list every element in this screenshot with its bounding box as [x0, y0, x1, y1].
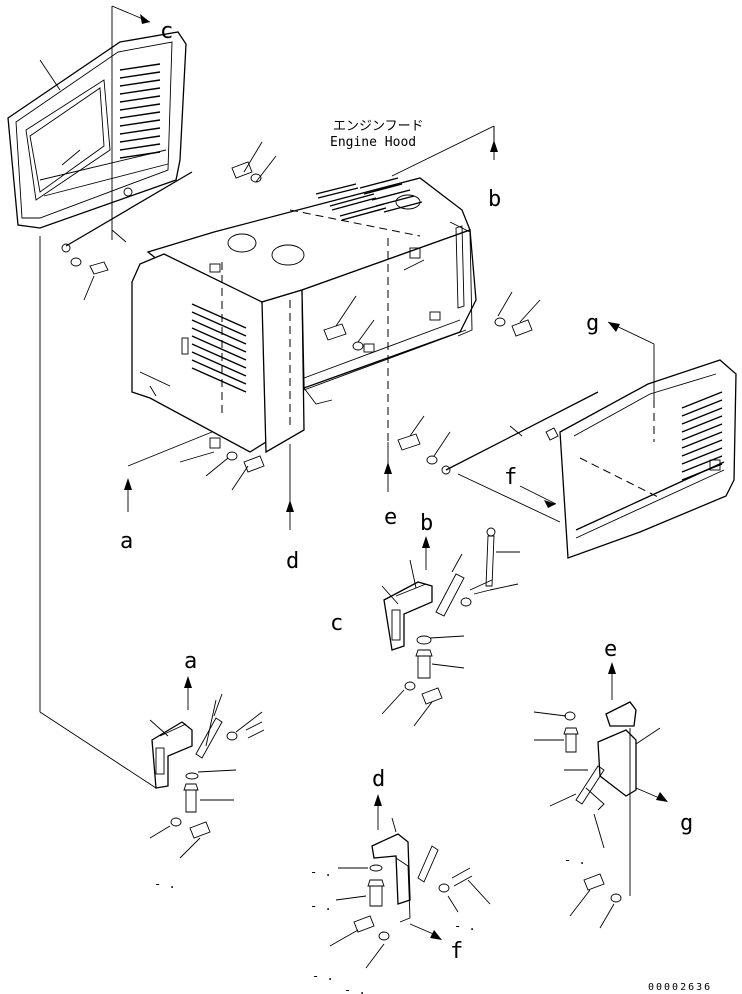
- view-label-e-detail: e: [604, 637, 617, 662]
- view-label-c-detail: c: [330, 611, 343, 636]
- document-number: 00002636: [648, 982, 712, 993]
- callout-blank-4: - .: [312, 969, 334, 983]
- detail-d-hinge: [329, 794, 491, 969]
- view-label-b-detail: b: [420, 511, 433, 536]
- callout-blank-7: - .: [454, 919, 476, 933]
- callout-blank-2: - .: [310, 865, 332, 879]
- callout-blank-3: - .: [310, 899, 332, 913]
- left-stay-rod: [61, 171, 193, 301]
- view-label-b-top: b: [488, 187, 501, 212]
- view-label-c-top: c: [160, 19, 173, 44]
- detail-a-hinge: [149, 676, 265, 859]
- callout-blank-1: - .: [154, 877, 176, 891]
- right-side-door: [545, 359, 737, 559]
- labels: エンジンフード Engine Hood c b a d e f g b c a …: [120, 19, 712, 994]
- left-side-door: [7, 31, 187, 229]
- title-english: Engine Hood: [330, 135, 416, 150]
- callout-blank-6: - .: [564, 853, 586, 867]
- view-label-g-detail: g: [680, 811, 693, 836]
- hood-bolts: [179, 141, 541, 491]
- view-label-f-detail: f: [450, 939, 463, 964]
- view-label-e-center: e: [384, 505, 397, 530]
- callout-blank-5: - .: [344, 983, 366, 994]
- detail-e-hinge: [533, 662, 668, 929]
- engine-hood: [131, 177, 477, 454]
- detail-b-hinge: [381, 527, 520, 727]
- view-label-f-right: f: [504, 465, 517, 490]
- view-label-a-detail: a: [184, 649, 197, 674]
- title-japanese: エンジンフード: [333, 119, 424, 134]
- view-label-a-left: a: [120, 529, 133, 554]
- right-stay-rod: [397, 391, 599, 475]
- view-label-d-detail: d: [372, 767, 385, 792]
- reference-lines: [39, 5, 655, 789]
- view-label-g-top: g: [586, 311, 599, 336]
- view-label-d-center: d: [286, 549, 299, 574]
